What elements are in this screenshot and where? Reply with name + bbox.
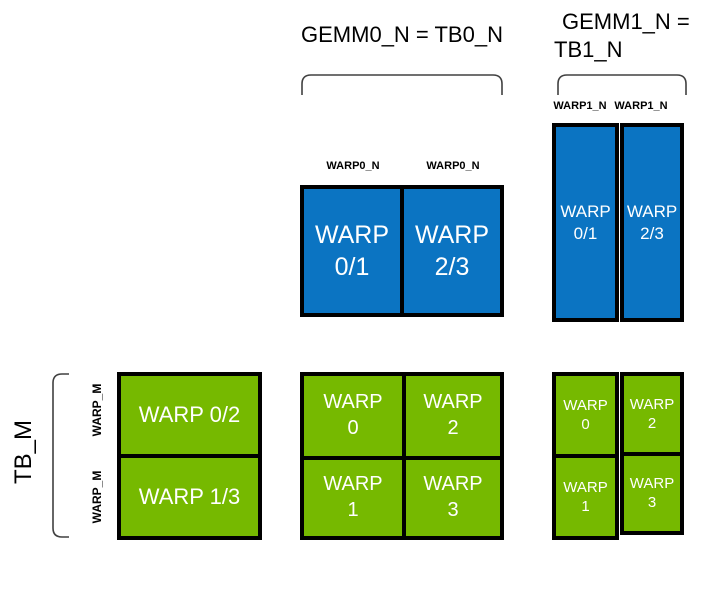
tb-m-label: TB_M	[10, 420, 37, 485]
gemm0-out-cell-warp2: WARP 2	[402, 376, 500, 456]
gemm1-out-cell-warp0: WARP 0	[556, 376, 615, 454]
gemm0-output-warp-tile: WARP 0 WARP 2 WARP 1 WARP 3	[300, 372, 504, 540]
warp-cell-word: WARP	[563, 396, 608, 414]
warp-cell-id: 3	[647, 494, 657, 512]
a-warp-tile: WARP 0/2 WARP 1/3	[117, 372, 262, 540]
gemm1-out-cell-warp3: WARP 3	[624, 451, 680, 532]
gemm1-out-cell-warp2: WARP 2	[624, 376, 680, 452]
warp-cell-word: WARP	[560, 201, 611, 221]
warp1-n-right-label: WARP1_N	[614, 100, 668, 112]
gemm1-b-warp-tile-col0: WARP 0/1	[552, 123, 619, 322]
gemm0-out-cell-warp1: WARP 1	[304, 456, 402, 536]
warp-m-lower-label: WARP_M	[90, 470, 104, 524]
warp-cell-word: WARP	[626, 201, 678, 221]
a-cell-warp02: WARP 0/2	[121, 376, 258, 454]
gemm1-b-warp-tile-col1: WARP 2/3	[620, 123, 684, 322]
warp-cell-id: 2	[647, 414, 657, 432]
warp-cell-id: 0	[347, 417, 359, 439]
warp0-n-left-label: WARP0_N	[326, 160, 380, 172]
warp-cell-id: 0	[581, 416, 590, 433]
warp-cell-ids: 0/1	[334, 253, 370, 281]
gemm0-n-title: GEMM0_N = TB0_N	[301, 22, 503, 47]
warp-cell-word: WARP	[423, 473, 483, 496]
warp-cell-ids: 2/3	[640, 223, 664, 243]
warp-cell-word: WARP	[563, 478, 608, 496]
a-cell-warp13: WARP 1/3	[121, 454, 258, 536]
gemm0-b-cell-warp01: WARP 0/1	[304, 189, 400, 313]
warp1-n-left-label: WARP1_N	[553, 100, 607, 112]
warp-cell-id: 1	[581, 498, 590, 515]
warp-cell-word: WARP	[323, 473, 383, 496]
gemm1-n-bracket	[557, 74, 687, 95]
gemm1-n-title-line2: TB1_N	[554, 37, 623, 62]
warp-cell-label: WARP 1/3	[138, 483, 241, 509]
warp-cell-label: WARP 0/2	[138, 401, 241, 427]
gemm1-output-warp-tile-col0: WARP 0 WARP 1	[552, 372, 619, 540]
gemm0-out-cell-warp0: WARP 0	[304, 376, 402, 456]
warp-cell-word: WARP	[414, 221, 490, 249]
gemm1-out-cell-warp1: WARP 1	[556, 454, 615, 536]
warp-cell-id: 1	[347, 499, 359, 521]
warp-cell-word: WARP	[323, 391, 383, 414]
gemm1-b-cell-warp23: WARP 2/3	[624, 127, 680, 318]
warp-m-upper-label: WARP_M	[90, 383, 104, 437]
gemm0-out-cell-warp3: WARP 3	[402, 456, 500, 536]
tb-m-bracket	[52, 373, 69, 538]
gemm0-b-warp-tile: WARP 0/1 WARP 2/3	[300, 185, 504, 317]
warp-cell-word: WARP	[629, 395, 675, 413]
warp-cell-id: 2	[447, 417, 459, 439]
warp-cell-word: WARP	[629, 475, 675, 493]
warp-cell-ids: 2/3	[434, 253, 470, 281]
warp-cell-ids: 0/1	[573, 223, 598, 243]
warp0-n-right-label: WARP0_N	[426, 160, 480, 172]
warp-cell-id: 3	[447, 499, 459, 521]
gemm1-output-warp-tile-col1: WARP 2 WARP 3	[620, 372, 684, 535]
gemm1-b-cell-warp01: WARP 0/1	[556, 127, 615, 318]
gemm0-n-bracket	[301, 74, 503, 95]
gemm1-n-title-line1: GEMM1_N =	[562, 9, 690, 34]
gemm0-b-cell-warp23: WARP 2/3	[400, 189, 500, 313]
warp-cell-word: WARP	[423, 391, 483, 414]
warp-cell-word: WARP	[314, 221, 390, 249]
